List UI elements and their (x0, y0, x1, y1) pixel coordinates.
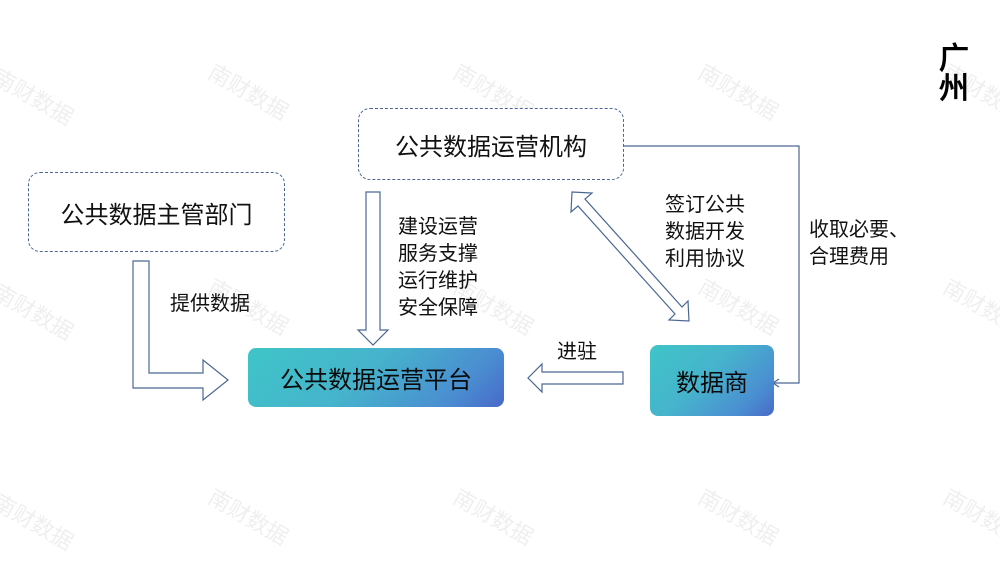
fees-connector-line (624, 145, 800, 384)
operator-to-platform-arrow (356, 191, 390, 346)
label-line: 签订公共 (665, 192, 745, 216)
node-label: 公共数据运营机构 (395, 132, 587, 161)
edge-label-operator-services: 建设运营 服务支撑 运行维护 安全保障 (398, 213, 478, 321)
settle-in-arrow (527, 362, 624, 394)
label-line: 建设运营 (398, 214, 478, 238)
edge-label-agreement: 签订公共 数据开发 利用协议 (665, 191, 745, 272)
node-public-data-operator-org: 公共数据运营机构 (358, 108, 624, 180)
label-line: 运行维护 (398, 268, 478, 292)
node-label: 公共数据运营平台 (280, 366, 472, 394)
label-line: 利用协议 (665, 246, 745, 270)
node-public-data-authority: 公共数据主管部门 (28, 172, 285, 252)
agreement-double-arrow (570, 191, 690, 322)
label-line: 服务支撑 (398, 241, 478, 265)
node-label: 公共数据主管部门 (60, 200, 253, 229)
edge-label-provide-data: 提供数据 (170, 291, 250, 315)
label-line: 收取必要、 (809, 217, 909, 241)
node-data-vendor: 数据商 (650, 345, 774, 416)
city-title: 广州 (933, 42, 968, 102)
node-public-data-platform: 公共数据运营平台 (248, 348, 504, 407)
provide-data-arrow (132, 260, 229, 402)
label-line: 合理费用 (809, 244, 889, 268)
label-line: 安全保障 (398, 295, 478, 319)
edge-label-settle-in: 进驻 (557, 339, 597, 363)
node-label: 数据商 (676, 369, 748, 397)
edge-label-fees: 收取必要、 合理费用 (809, 216, 909, 270)
label-line: 数据开发 (665, 219, 745, 243)
